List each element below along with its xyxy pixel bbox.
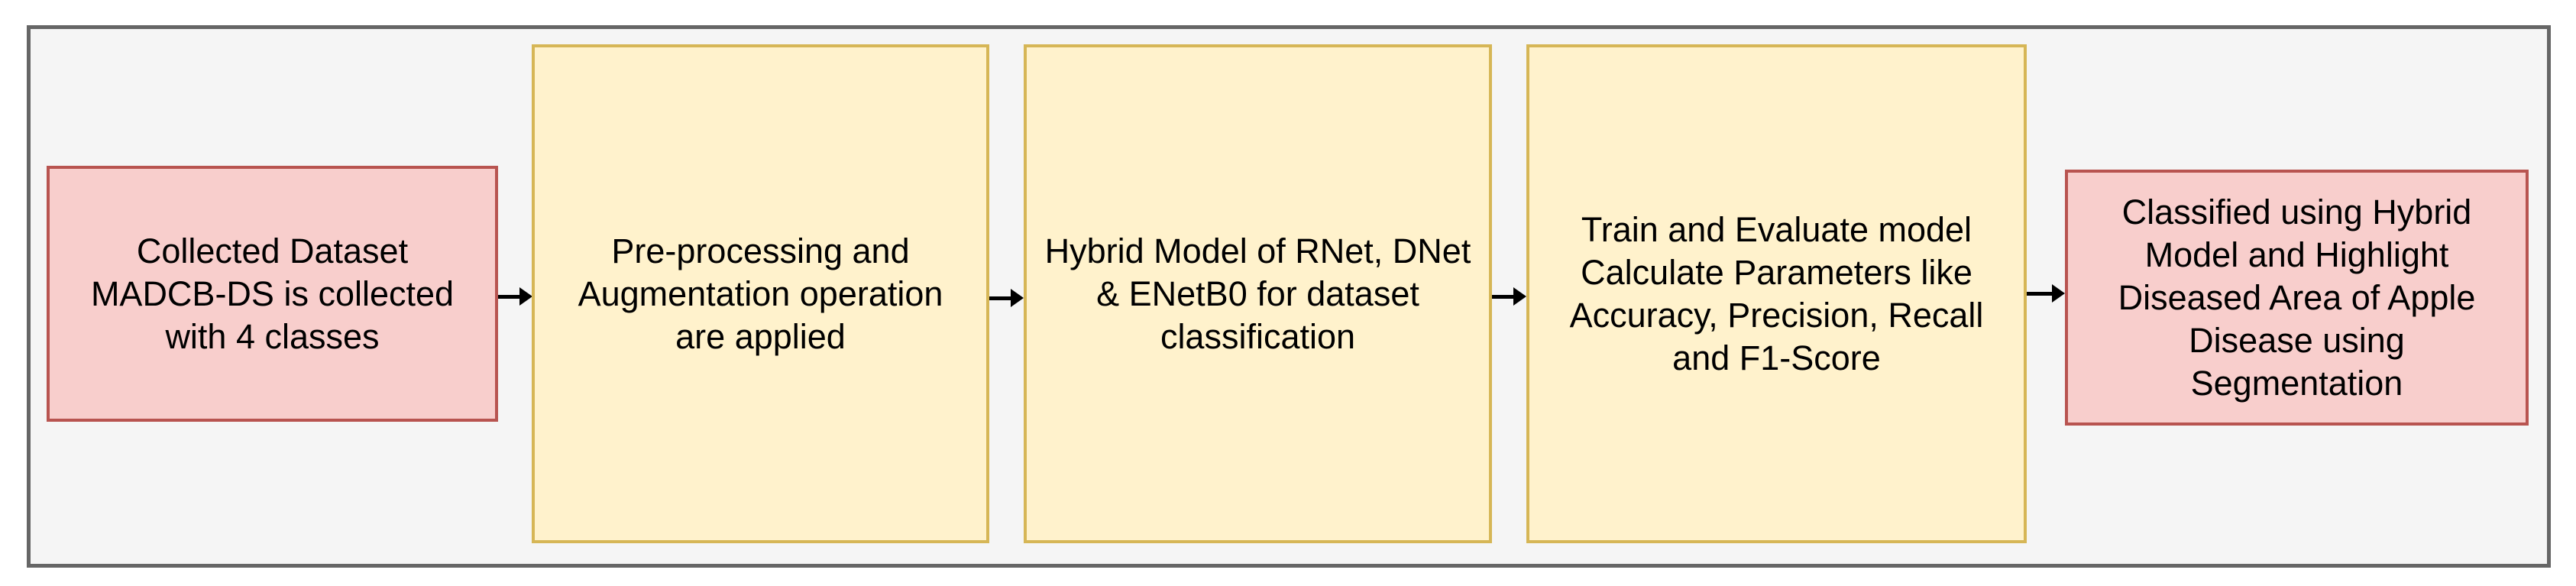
step-text-line: Diseased Area of Apple (2118, 277, 2476, 317)
flow-step-hybrid-model: Hybrid Model of RNet, DNet & ENetB0 for … (1024, 44, 1492, 543)
step-text-line: and F1-Score (1672, 338, 1881, 377)
flow-step-train-evaluate: Train and Evaluate model Calculate Param… (1526, 44, 2027, 543)
flow-step-classification-segmentation: Classified using Hybrid Model and Highli… (2065, 170, 2529, 426)
arrow-shaft (2027, 291, 2052, 296)
flow-connector-1 (498, 287, 532, 306)
arrow-shaft (989, 296, 1011, 300)
step-text-line: with 4 classes (165, 316, 380, 356)
step-text-line: Pre-processing and (611, 231, 910, 270)
flow-connector-2 (989, 289, 1024, 307)
flow-step-collected-dataset: Collected Dataset MADCB-DS is collected … (47, 166, 498, 422)
step-text-line: classification (1160, 316, 1356, 356)
step-text-line: Hybrid Model of RNet, DNet (1044, 231, 1471, 270)
step-text-line: Accuracy, Precision, Recall (1569, 295, 1984, 335)
flow-step-preprocessing: Pre-processing and Augmentation operatio… (532, 44, 989, 543)
step-text-line: Disease using (2189, 320, 2405, 360)
step-text-line: Segmentation (2190, 363, 2403, 403)
arrow-right-icon (1513, 287, 1526, 306)
flow-connector-4 (2027, 284, 2065, 303)
arrow-right-icon (1011, 289, 1024, 307)
step-text-line: & ENetB0 for dataset (1096, 274, 1419, 313)
arrow-shaft (1492, 294, 1513, 299)
step-text-line: are applied (675, 316, 846, 356)
step-text-line: Train and Evaluate model (1581, 209, 1972, 249)
flow-connector-3 (1492, 287, 1526, 306)
step-text-line: Calculate Parameters like (1581, 252, 1972, 292)
arrow-shaft (498, 294, 519, 299)
step-text-line: Collected Dataset (136, 231, 409, 270)
step-text-line: Model and Highlight (2144, 235, 2449, 274)
step-text-line: MADCB-DS is collected (90, 274, 455, 313)
step-text-line: Classified using Hybrid (2121, 192, 2472, 231)
arrow-right-icon (2052, 284, 2065, 303)
arrow-right-icon (519, 287, 532, 306)
step-text-line: Augmentation operation (578, 274, 943, 313)
